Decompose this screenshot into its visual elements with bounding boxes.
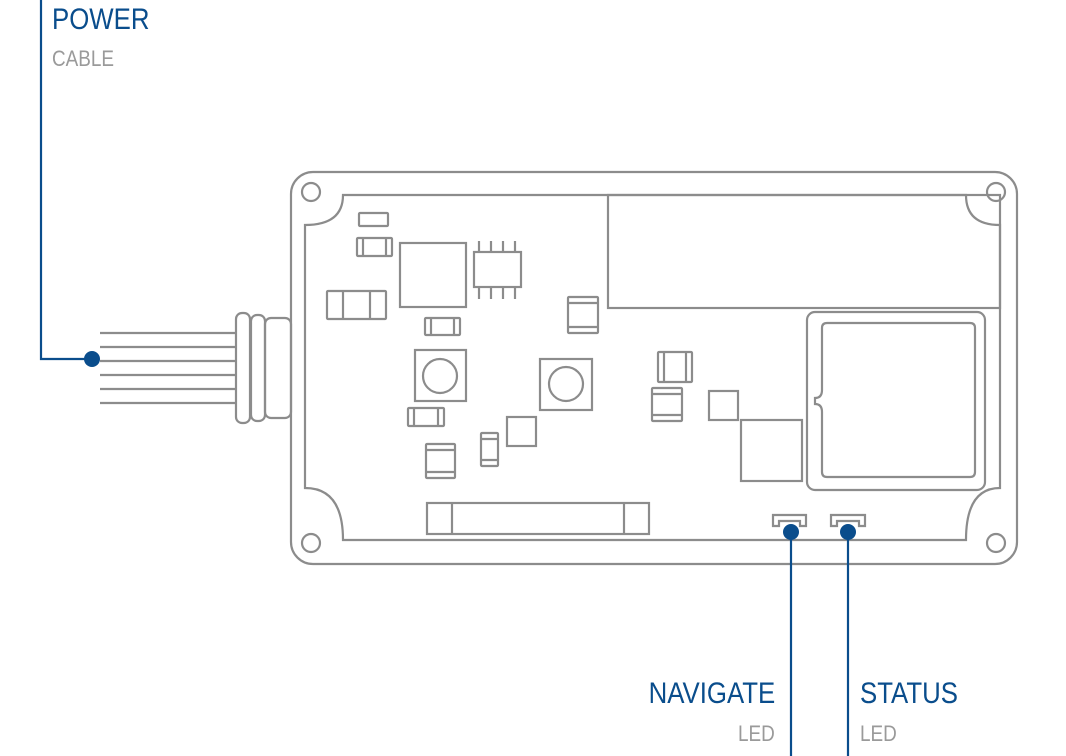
smd-8 — [479, 431, 500, 468]
mount-hole-tl — [300, 181, 322, 203]
power-callout-line — [39, 0, 92, 361]
status-callout-dot — [840, 524, 856, 540]
mount-hole-br — [985, 532, 1007, 554]
cable-gland-ring-1 — [234, 311, 252, 425]
navigate-led — [771, 513, 808, 528]
smd-7 — [406, 406, 446, 428]
smd-2 — [355, 236, 394, 258]
chip-square-1 — [398, 241, 468, 309]
smd-9 — [424, 442, 457, 480]
status-label: STATUS — [860, 677, 958, 710]
tact-switch-1 — [413, 348, 468, 403]
chip-square-4 — [739, 418, 804, 483]
status-sublabel: LED — [860, 721, 897, 746]
sim-module-inner — [813, 321, 977, 479]
smd-3 — [423, 316, 462, 337]
smd-1 — [357, 211, 390, 228]
capacitor-large — [325, 289, 388, 321]
chip-square-2 — [707, 389, 740, 422]
power-callout-dot — [84, 351, 100, 367]
mount-hole-tr — [985, 181, 1007, 203]
cable-gland-ring-3 — [263, 316, 293, 420]
power-label: POWER — [52, 3, 150, 36]
smd-5 — [656, 350, 694, 384]
smd-6 — [650, 386, 684, 423]
navigate-sublabel: LED — [738, 721, 775, 746]
smd-4 — [566, 295, 600, 335]
navigate-callout-dot — [783, 524, 799, 540]
antenna-module — [606, 193, 1002, 310]
sim-module-outer — [805, 310, 987, 492]
status-led — [829, 513, 867, 528]
bottom-connector — [425, 501, 651, 536]
cable-gland-ring-2 — [249, 313, 267, 423]
tact-switch-2 — [538, 357, 594, 412]
enclosure-outer — [289, 170, 1019, 566]
navigate-label: NAVIGATE — [648, 677, 775, 710]
chip-square-3 — [505, 415, 538, 448]
power-sublabel: CABLE — [52, 46, 115, 71]
power-cable-wires — [100, 331, 236, 405]
pcb-board — [303, 193, 1002, 542]
mount-hole-bl — [300, 532, 322, 554]
soic-chip — [472, 250, 523, 289]
